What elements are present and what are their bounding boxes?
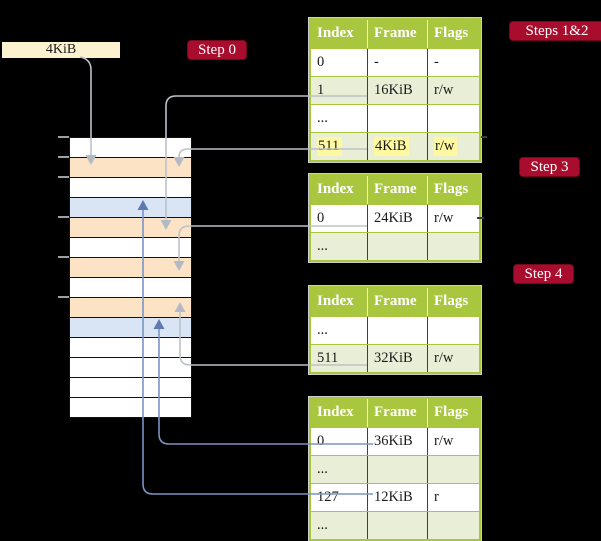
memory-frame-row-12 bbox=[70, 378, 191, 398]
badge-step-0: Step 0 bbox=[187, 40, 247, 60]
memory-frame-row-13 bbox=[70, 398, 191, 417]
table-cell: ... bbox=[311, 512, 368, 539]
table-cell: 0 bbox=[311, 428, 368, 455]
table-cell: r/w bbox=[434, 433, 454, 449]
table-row: 0-- bbox=[311, 48, 479, 76]
table-cell: ... bbox=[311, 456, 368, 483]
page-table-diagram: { "label_box": { "text": "4KiB" }, "badg… bbox=[2, 17, 601, 541]
memory-frame-row-6 bbox=[70, 258, 191, 278]
column-header-frame: Frame bbox=[368, 20, 428, 48]
table-cell bbox=[428, 456, 479, 483]
memory-boundary-tick bbox=[58, 256, 69, 258]
memory-frame-row-0 bbox=[70, 138, 191, 158]
column-header-index: Index bbox=[311, 176, 368, 204]
memory-boundary-tick bbox=[58, 156, 69, 158]
table-cell bbox=[368, 233, 428, 260]
badge-steps-1-2: Steps 1&2 bbox=[509, 21, 601, 41]
column-header-flags: Flags bbox=[434, 181, 469, 197]
memory-frame-row-8 bbox=[70, 298, 191, 318]
column-header-index: Index bbox=[311, 399, 368, 427]
table-cell: - bbox=[434, 54, 439, 70]
table-cell bbox=[368, 512, 428, 539]
stub-mark-pt1-row511 bbox=[481, 136, 487, 138]
table-cell: 4KiB bbox=[368, 133, 428, 160]
table-cell bbox=[428, 317, 479, 344]
memory-boundary-tick bbox=[58, 216, 69, 218]
table-cell bbox=[428, 233, 479, 260]
memory-frame-row-10 bbox=[70, 338, 191, 358]
memory-frame-row-7 bbox=[70, 278, 191, 298]
table-row: 511 4KiB r/w bbox=[311, 132, 479, 160]
table-cell: r/w bbox=[434, 210, 454, 226]
table-cell: 511 bbox=[311, 133, 368, 160]
physical-memory-strip bbox=[69, 137, 192, 418]
badge-step-3: Step 3 bbox=[519, 157, 580, 177]
table-cell: 511 bbox=[311, 345, 368, 372]
table-cell: - bbox=[368, 49, 428, 76]
table-cell: ... bbox=[311, 317, 368, 344]
memory-frame-row-1 bbox=[70, 158, 191, 178]
column-header-flags: Flags bbox=[434, 293, 469, 309]
table-cell bbox=[368, 317, 428, 344]
column-header-frame: Frame bbox=[368, 288, 428, 316]
memory-boundary-tick bbox=[58, 176, 69, 178]
table-cell: r/w bbox=[434, 350, 454, 366]
badge-step-4: Step 4 bbox=[513, 264, 574, 284]
column-header-index: Index bbox=[311, 20, 368, 48]
column-header-flags: Flags bbox=[434, 404, 469, 420]
column-header-index: Index bbox=[311, 288, 368, 316]
table-cell: r/w bbox=[434, 82, 454, 98]
memory-frame-row-2 bbox=[70, 178, 191, 198]
table-cell: 1 bbox=[311, 77, 368, 104]
table-cell bbox=[368, 105, 428, 132]
table-cell: 24KiB bbox=[368, 205, 428, 232]
highlighted-value: 511 bbox=[317, 137, 343, 156]
table-cell: 127 bbox=[311, 484, 368, 511]
table-cell: r bbox=[434, 489, 439, 505]
memory-frame-row-3 bbox=[70, 198, 191, 218]
highlighted-value: 4KiB bbox=[374, 137, 410, 156]
memory-frame-row-4 bbox=[70, 218, 191, 238]
table-cell: r/w bbox=[428, 133, 479, 160]
table-cell: 0 bbox=[311, 205, 368, 232]
table-cell: ... bbox=[311, 233, 368, 260]
memory-frame-row-11 bbox=[70, 358, 191, 378]
table-row: ... bbox=[311, 316, 479, 344]
table-cell bbox=[428, 105, 479, 132]
table-cell bbox=[368, 456, 428, 483]
table-cell: 0 bbox=[311, 49, 368, 76]
column-header-frame: Frame bbox=[368, 399, 428, 427]
memory-frame-row-9 bbox=[70, 318, 191, 338]
memory-frame-row-5 bbox=[70, 238, 191, 258]
frame-size-label: 4KiB bbox=[2, 42, 120, 58]
memory-boundary-tick bbox=[58, 136, 69, 138]
table-cell: ... bbox=[311, 105, 368, 132]
table-row: ... bbox=[311, 455, 479, 483]
table-cell: 36KiB bbox=[368, 428, 428, 455]
table-cell: 32KiB bbox=[368, 345, 428, 372]
table-cell: 16KiB bbox=[368, 77, 428, 104]
table-row: ... bbox=[311, 232, 479, 260]
table-row: ... bbox=[311, 511, 479, 539]
highlighted-value: r/w bbox=[434, 137, 458, 156]
column-header-flags: Flags bbox=[434, 25, 469, 41]
column-header-frame: Frame bbox=[368, 176, 428, 204]
memory-boundary-tick bbox=[58, 296, 69, 298]
table-cell bbox=[428, 512, 479, 539]
table-row: ... bbox=[311, 104, 479, 132]
table-cell: 12KiB bbox=[368, 484, 428, 511]
